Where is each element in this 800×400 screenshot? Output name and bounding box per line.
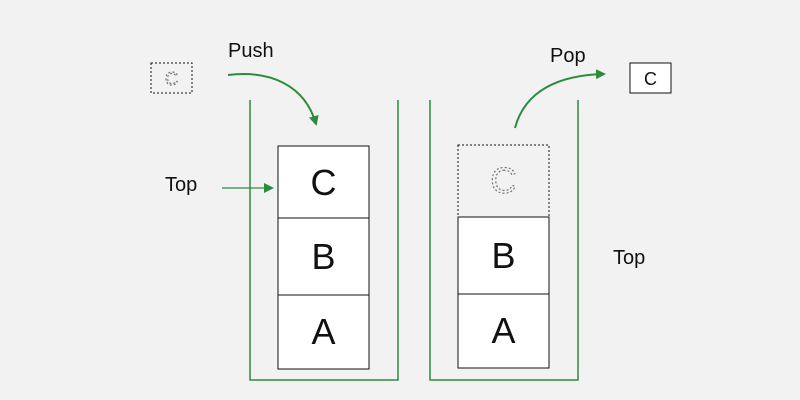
left-stack-container — [249, 100, 399, 381]
right-stack-letter-middle: B — [491, 235, 515, 276]
incoming-ghost-letter: C — [165, 69, 178, 89]
left-stack-letter-middle: B — [311, 236, 335, 277]
right-stack-box-bottom — [457, 293, 550, 369]
right-stack-ghost-letter: C — [491, 160, 517, 201]
left-stack-letter-top: C — [311, 162, 337, 203]
popped-item-letter: C — [644, 69, 657, 89]
popped-item-box — [629, 62, 672, 94]
push-arrow — [227, 73, 319, 126]
pop-arrow — [514, 69, 606, 129]
incoming-ghost-box — [150, 62, 193, 94]
push-label: Push — [228, 40, 274, 62]
pop-label: Pop — [550, 45, 586, 67]
right-stack-ghost-box — [457, 144, 550, 218]
left-stack-box-top — [277, 145, 370, 219]
left-stack-box-middle — [277, 217, 370, 296]
right-stack-letter-bottom: A — [491, 310, 515, 351]
right-stack-container — [429, 100, 579, 381]
left-stack-box-bottom — [277, 294, 370, 370]
top-label-right: Top — [613, 247, 645, 269]
top-label-left: Top — [165, 174, 197, 196]
right-stack-box-middle — [457, 216, 550, 295]
left-stack-letter-bottom: A — [311, 311, 335, 352]
